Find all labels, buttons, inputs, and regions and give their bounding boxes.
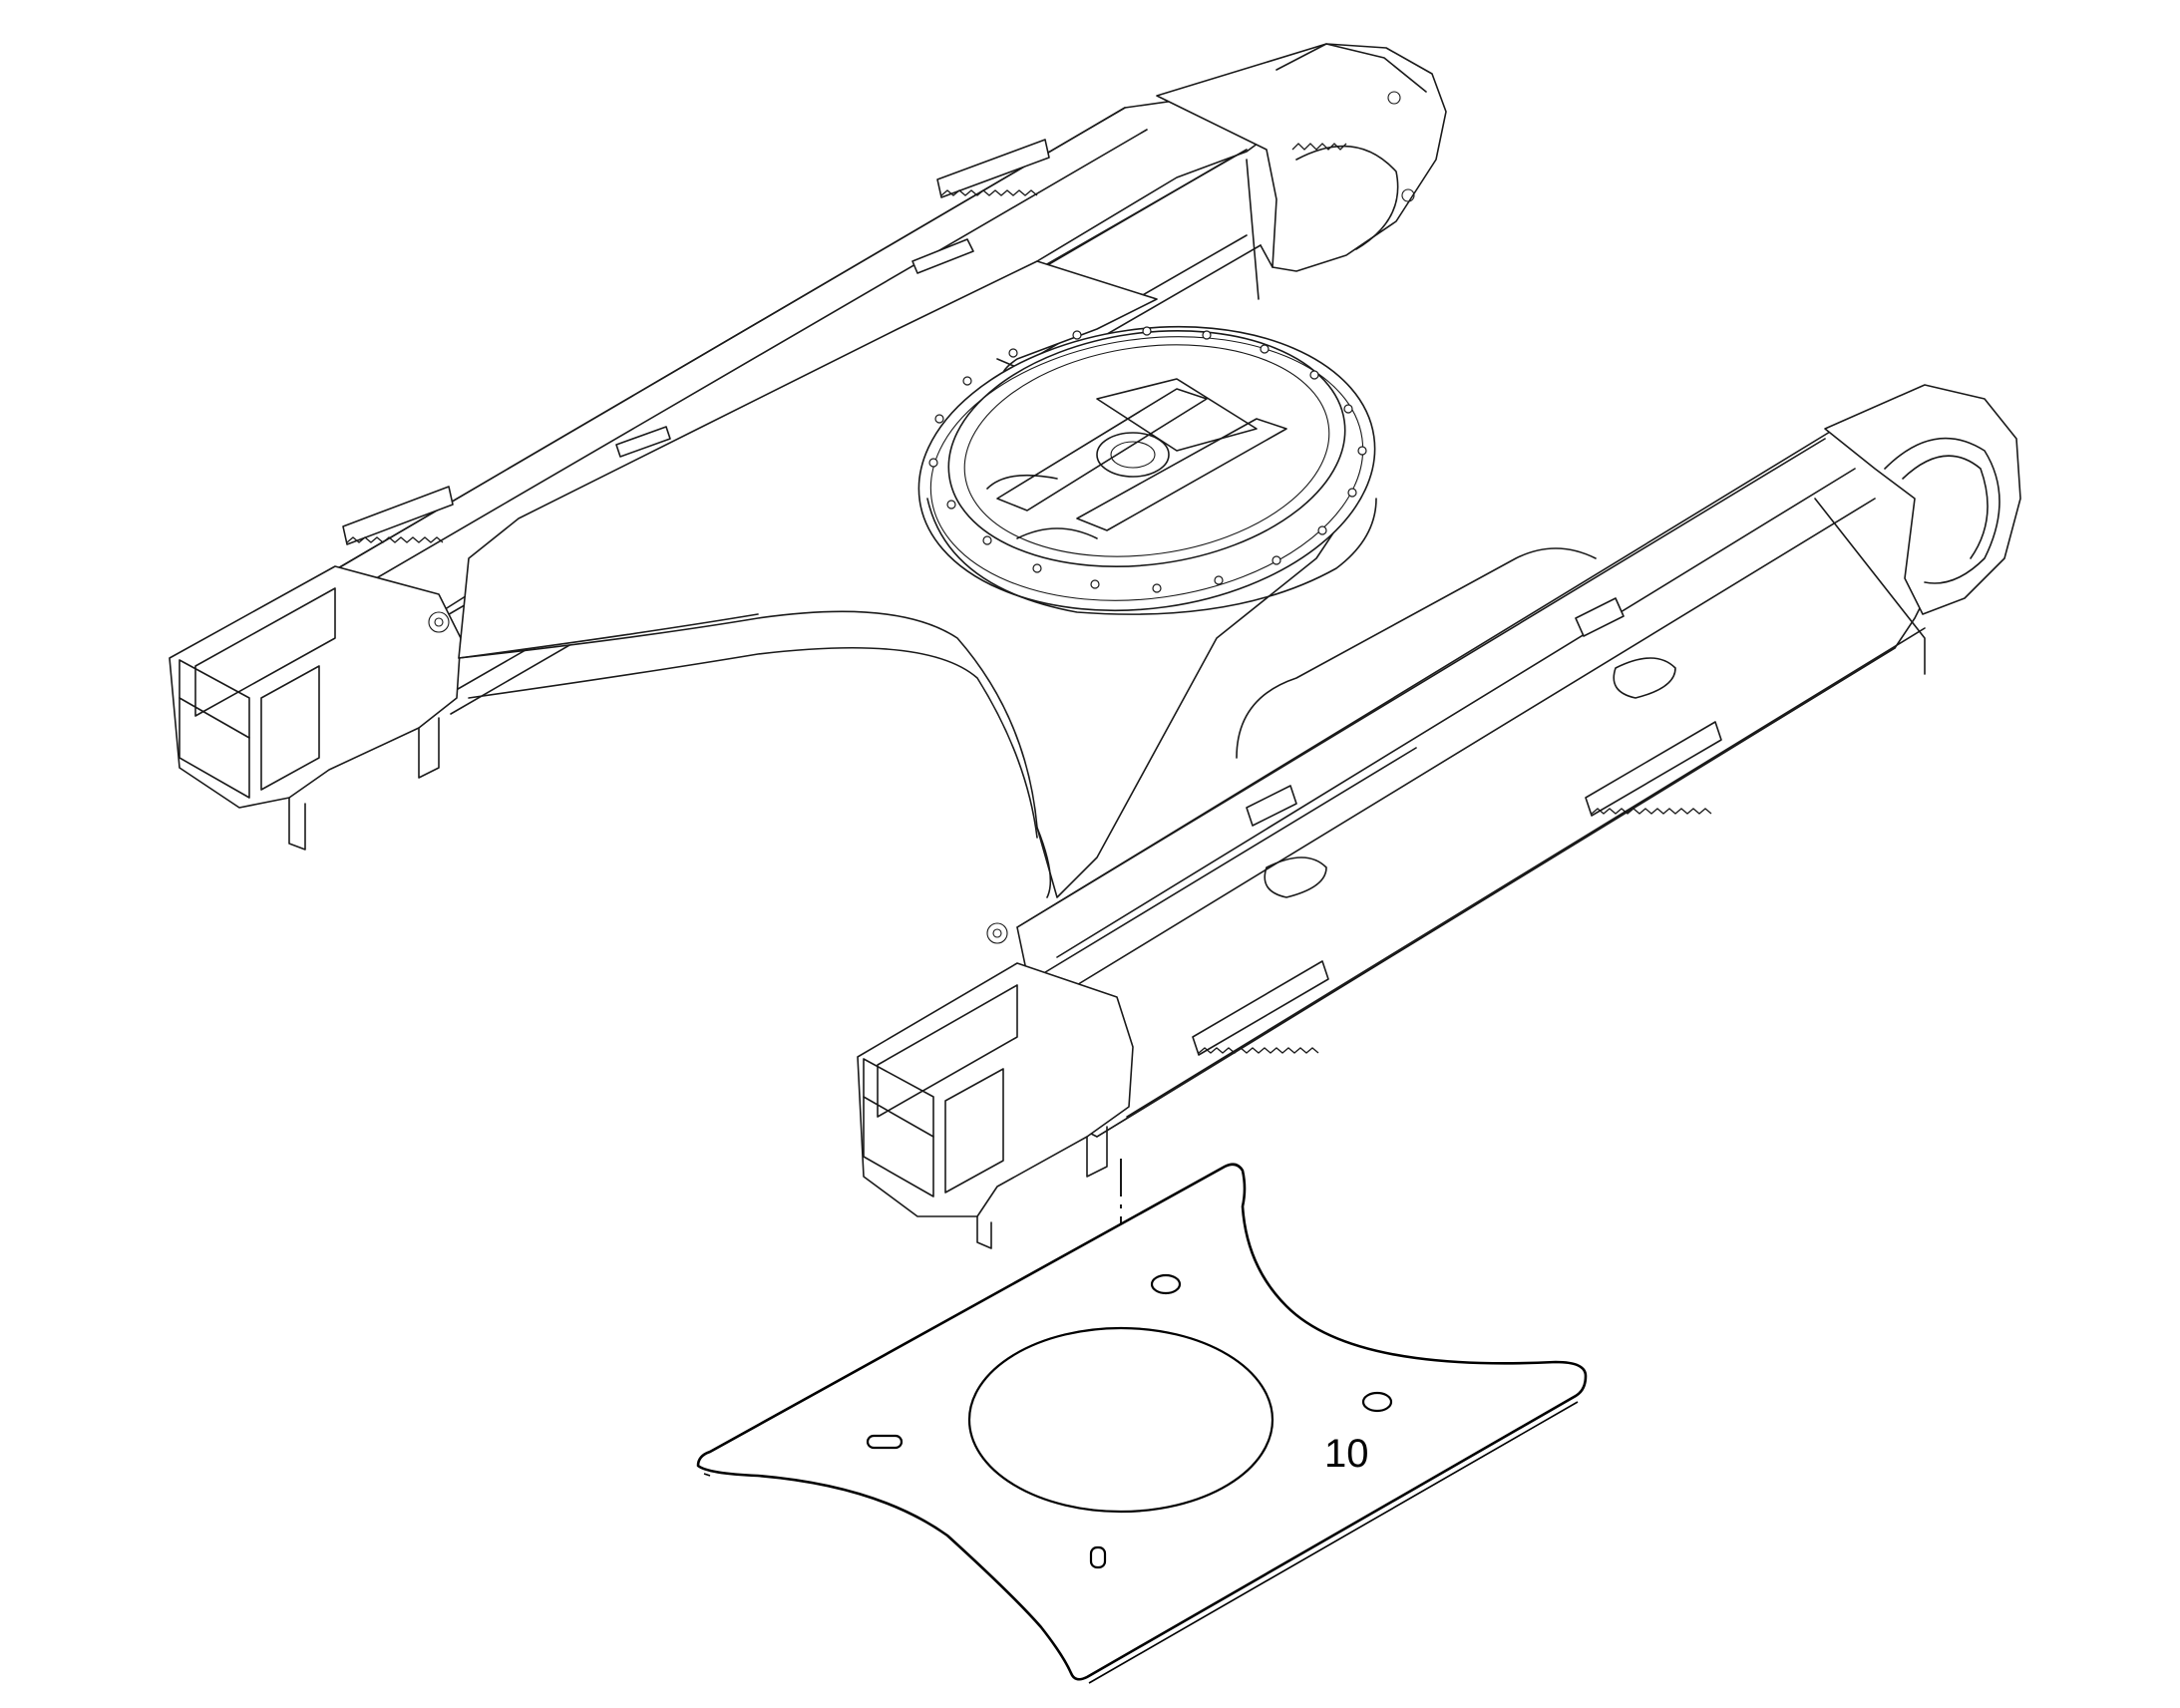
- swing-bearing-ring: [917, 325, 1377, 615]
- left-front-end-box: [169, 565, 462, 851]
- plate-bolt-hole: [1361, 1391, 1393, 1413]
- right-front-end-box: [857, 922, 1134, 1249]
- plate-10: [696, 1159, 1588, 1684]
- plate-slot-hole: [1089, 1545, 1107, 1569]
- plate-bolt-hole: [1150, 1273, 1182, 1295]
- undercarriage-frame: [169, 43, 2021, 1249]
- right-track-frame: [1016, 384, 2021, 1138]
- plate-center-hole: [967, 1326, 1274, 1514]
- plate-slot-hole: [866, 1434, 904, 1450]
- callout-label-10: 10: [1324, 1432, 1369, 1476]
